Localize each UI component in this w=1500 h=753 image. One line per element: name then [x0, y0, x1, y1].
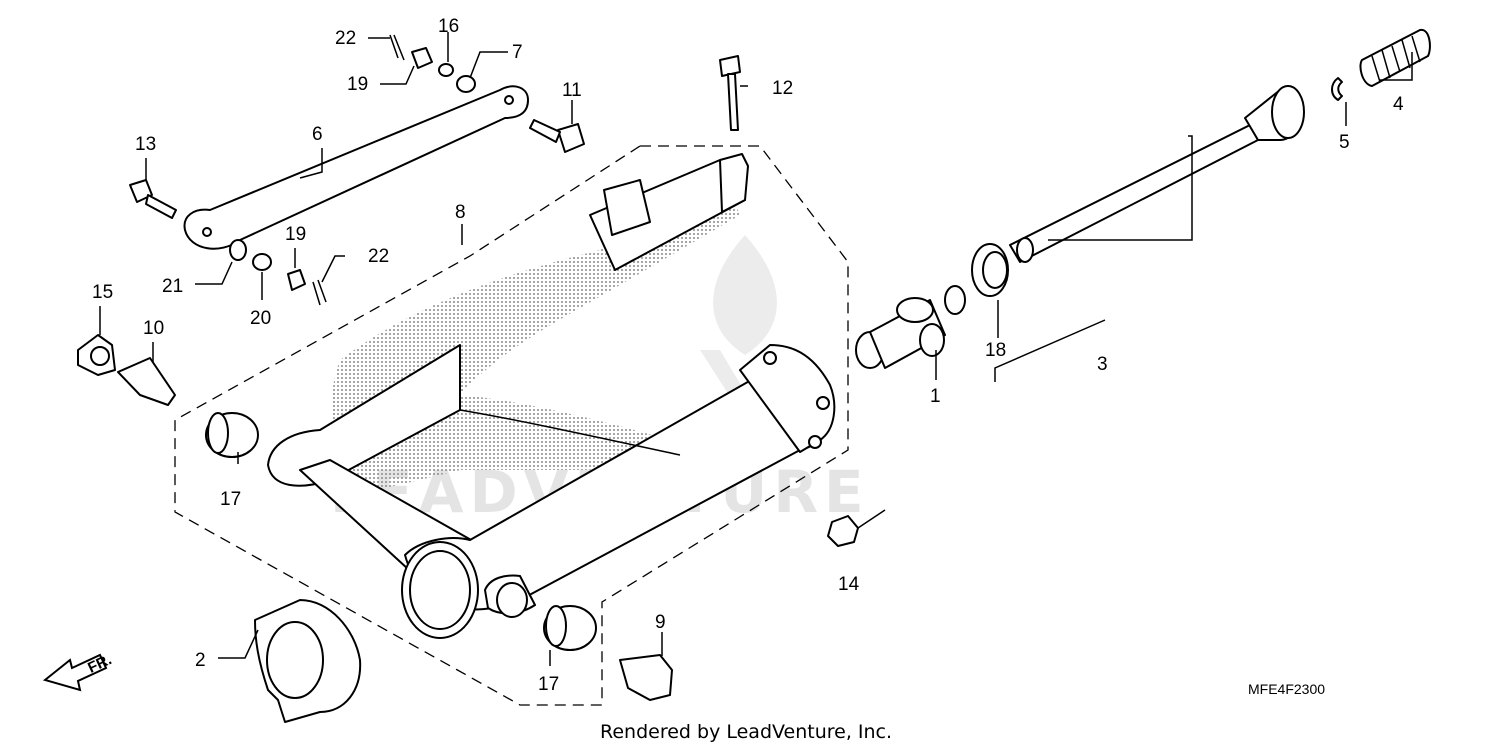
- callout-17-left: 17: [220, 489, 241, 510]
- diagram-code: MFE4F2300: [1248, 681, 1325, 697]
- leader-lines: [99, 32, 1413, 666]
- callout-10: 10: [143, 318, 164, 339]
- callout-15: 15: [92, 282, 113, 303]
- callout-22-top: 22: [335, 28, 356, 49]
- callout-14: 14: [838, 574, 860, 595]
- credit-text: Rendered by LeadVenture, Inc.: [600, 721, 892, 743]
- callout-21: 21: [162, 276, 183, 297]
- drive-shaft: [1009, 85, 1305, 263]
- universal-joint: [855, 285, 966, 369]
- callout-1: 1: [930, 386, 941, 407]
- callout-12: 12: [772, 78, 793, 99]
- callout-13: 13: [135, 134, 156, 155]
- front-direction-arrow: FR.: [42, 651, 114, 692]
- callout-17-bottom: 17: [538, 674, 559, 695]
- swingarm: [267, 153, 836, 639]
- callout-6: 6: [312, 124, 323, 145]
- callout-22-mid: 22: [368, 246, 389, 267]
- callout-19-top: 19: [347, 74, 368, 95]
- front-arrow-label: FR.: [85, 651, 114, 677]
- torque-rod: [183, 85, 529, 250]
- callout-5: 5: [1339, 132, 1350, 153]
- callout-2: 2: [195, 650, 206, 671]
- callout-19-mid: 19: [285, 224, 306, 245]
- callout-11: 11: [562, 80, 582, 101]
- callout-16: 16: [438, 16, 459, 37]
- circlip-5: [1331, 77, 1343, 101]
- assembly-boundary: [174, 145, 849, 706]
- small-parts: [77, 34, 859, 723]
- callout-labels: 22 16 7 19 11 12 6 13 8 19 22 21 20 15 1…: [92, 16, 1404, 695]
- callout-3: 3: [1097, 354, 1108, 375]
- bearing-18: [971, 243, 1009, 297]
- callout-8: 8: [455, 202, 466, 223]
- callout-7: 7: [512, 42, 523, 63]
- spring-4: [1359, 28, 1431, 87]
- callout-20: 20: [250, 308, 271, 329]
- callout-18: 18: [985, 340, 1006, 361]
- callout-4: 4: [1393, 94, 1404, 115]
- callout-9: 9: [655, 612, 666, 633]
